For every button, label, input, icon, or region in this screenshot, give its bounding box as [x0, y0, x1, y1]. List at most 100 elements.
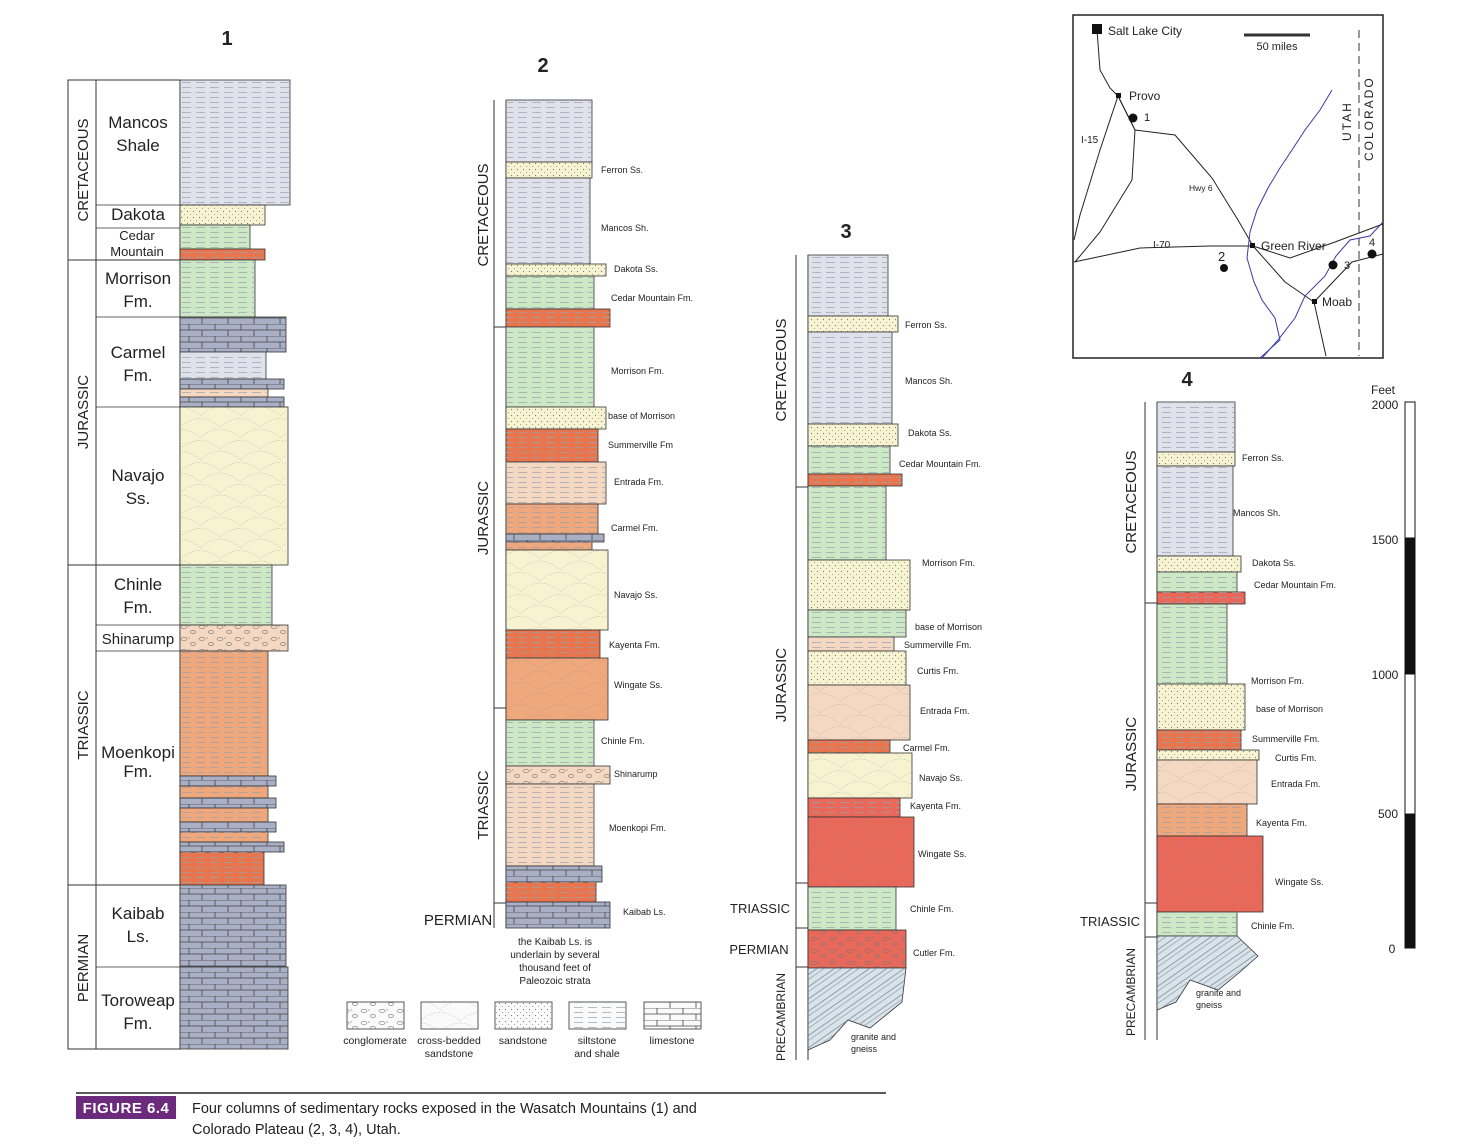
legend-label-siltstone-2: and shale	[574, 1048, 620, 1060]
map-location-marker	[1367, 249, 1377, 259]
col2-period-permian: PERMIAN	[424, 912, 492, 929]
scale-tick-500: 500	[1378, 807, 1398, 821]
col2-label-navajo: Navajo Ss.	[614, 590, 658, 600]
column-3-number: 3	[840, 221, 851, 243]
col1-label-navajo-1: Navajo	[112, 466, 165, 485]
col1-bed-pattern	[180, 625, 288, 651]
scale-tick-0: 0	[1389, 942, 1396, 956]
col1-label-mancos-1: Mancos	[108, 113, 168, 132]
col1-period-permian: PERMIAN	[75, 934, 92, 1002]
col2-bed-pattern	[506, 766, 610, 784]
map-city-marker-green-river	[1250, 243, 1255, 248]
map-city-moab: Moab	[1322, 295, 1352, 309]
col3-label-wingate: Wingate Ss.	[918, 849, 967, 859]
map-road-i15-north	[1096, 29, 1119, 97]
col4-bed-pattern	[1157, 452, 1235, 466]
map-location-2: 2	[1218, 249, 1225, 264]
col1-bed-pattern	[180, 260, 255, 317]
col3-bed-pattern	[808, 651, 906, 685]
col2-bed-pattern	[506, 720, 594, 766]
col3-label-summerville: Summerville Fm.	[904, 640, 972, 650]
col4-label-base-morrison: base of Morrison	[1256, 704, 1323, 714]
col3-label-base-morrison: base of Morrison	[915, 622, 982, 632]
col1-bed-pattern	[180, 389, 268, 397]
col1-label-chinle-1: Chinle	[114, 575, 162, 594]
legend-label-conglomerate: conglomerate	[343, 1035, 407, 1047]
col3-label-mancos: Mancos Sh.	[905, 376, 953, 386]
col1-bed-pattern	[180, 397, 284, 407]
col2-bed-pattern	[506, 178, 590, 264]
col4-bed-pattern	[1157, 750, 1259, 760]
map-road-i70: I-70	[1153, 240, 1171, 251]
caption-label: FIGURE 6.4	[83, 1100, 170, 1117]
col3-bed-pattern	[808, 424, 898, 446]
column-4-number: 4	[1181, 369, 1193, 391]
col2-bed-pattern	[506, 658, 608, 720]
col3-label-navajo: Navajo Ss.	[919, 773, 963, 783]
col4-bed-pattern	[1157, 730, 1241, 750]
col4-bed-pattern	[1157, 836, 1263, 912]
map-city-marker-moab	[1312, 299, 1317, 304]
caption-label-box	[76, 1096, 176, 1119]
col1-label-toroweap-1: Toroweap	[101, 991, 175, 1010]
col4-bed-pattern	[1157, 760, 1257, 804]
col3-bed-pattern	[808, 332, 892, 424]
col3-bed-pattern	[808, 753, 912, 798]
col2-bed-pattern	[506, 429, 598, 462]
column-2-number: 2	[537, 55, 548, 77]
map-location-1: 1	[1144, 112, 1150, 124]
col2-bed-pattern	[506, 630, 600, 658]
col1-label-carmel-1: Carmel	[111, 343, 166, 362]
map-city-salt-lake: Salt Lake City	[1108, 24, 1182, 38]
col2-bed-pattern	[506, 462, 606, 504]
map-road-moab	[1252, 245, 1327, 357]
map-frame	[1072, 14, 1384, 359]
col2-label-chinle: Chinle Fm.	[601, 736, 645, 746]
col1-label-carmel-2: Fm.	[123, 366, 152, 385]
col3-label-granite: granite and	[851, 1032, 896, 1042]
col1-bed-pattern	[180, 852, 264, 885]
col3-label-gneiss: gneiss	[851, 1044, 878, 1054]
legend-label-siltstone-1: siltstone	[578, 1035, 617, 1047]
map-state-utah: UTAH	[1340, 101, 1354, 141]
map-city-marker-salt-lake	[1092, 24, 1102, 34]
col2-bed-pattern	[506, 162, 592, 178]
col4-label-chinle: Chinle Fm.	[1251, 921, 1295, 931]
col2-label-morrison: Morrison Fm.	[611, 366, 664, 376]
col1-bed-pattern	[180, 407, 288, 565]
col4-period-precambrian: PRECAMBRIAN	[1124, 948, 1138, 1036]
scale-bar-segment	[1404, 401, 1416, 539]
col4-bed-pattern	[1157, 604, 1227, 684]
col3-bed-pattern	[808, 560, 910, 610]
col2-label-carmel: Carmel Fm.	[611, 523, 658, 533]
col1-label-kaibab-2: Ls.	[127, 927, 150, 946]
col4-label-morrison: Morrison Fm.	[1251, 676, 1304, 686]
col1-label-moenkopi-1: Moenkopi	[101, 743, 175, 762]
col1-bed-pattern	[180, 249, 265, 260]
col3-period-permian: PERMIAN	[729, 942, 788, 957]
caption-line-2: Colorado Plateau (2, 3, 4), Utah.	[192, 1122, 401, 1138]
col1-bed-pattern	[180, 651, 268, 776]
col2-note-2: underlain by several	[510, 950, 600, 961]
col2-bed-pattern	[506, 407, 606, 429]
col4-period-jurassic: JURASSIC	[1123, 717, 1140, 791]
col1-bed-pattern	[180, 225, 250, 249]
col4-label-ferron: Ferron Ss.	[1242, 453, 1284, 463]
col2-bed-pattern	[506, 309, 610, 327]
col3-bed-pattern	[808, 887, 896, 930]
map-road-hwy6	[1117, 95, 1254, 247]
scale-bar-segment	[1404, 673, 1416, 815]
col2-label-entrada: Entrada Fm.	[614, 477, 664, 487]
col2-period-triassic: TRIASSIC	[475, 770, 492, 839]
scale-bar-segment	[1404, 813, 1416, 949]
col3-bed-pattern	[808, 474, 902, 486]
col3-label-dakota: Dakota Ss.	[908, 428, 952, 438]
legend-label-sandstone: sandstone	[499, 1035, 548, 1047]
col2-label-ferron: Ferron Ss.	[601, 165, 643, 175]
col2-bed-pattern	[506, 902, 610, 928]
col2-label-mancos: Mancos Sh.	[601, 223, 649, 233]
col4-label-cedar-mountain: Cedar Mountain Fm.	[1254, 580, 1336, 590]
col4-label-kayenta: Kayenta Fm.	[1256, 818, 1307, 828]
col2-label-kayenta: Kayenta Fm.	[609, 640, 660, 650]
